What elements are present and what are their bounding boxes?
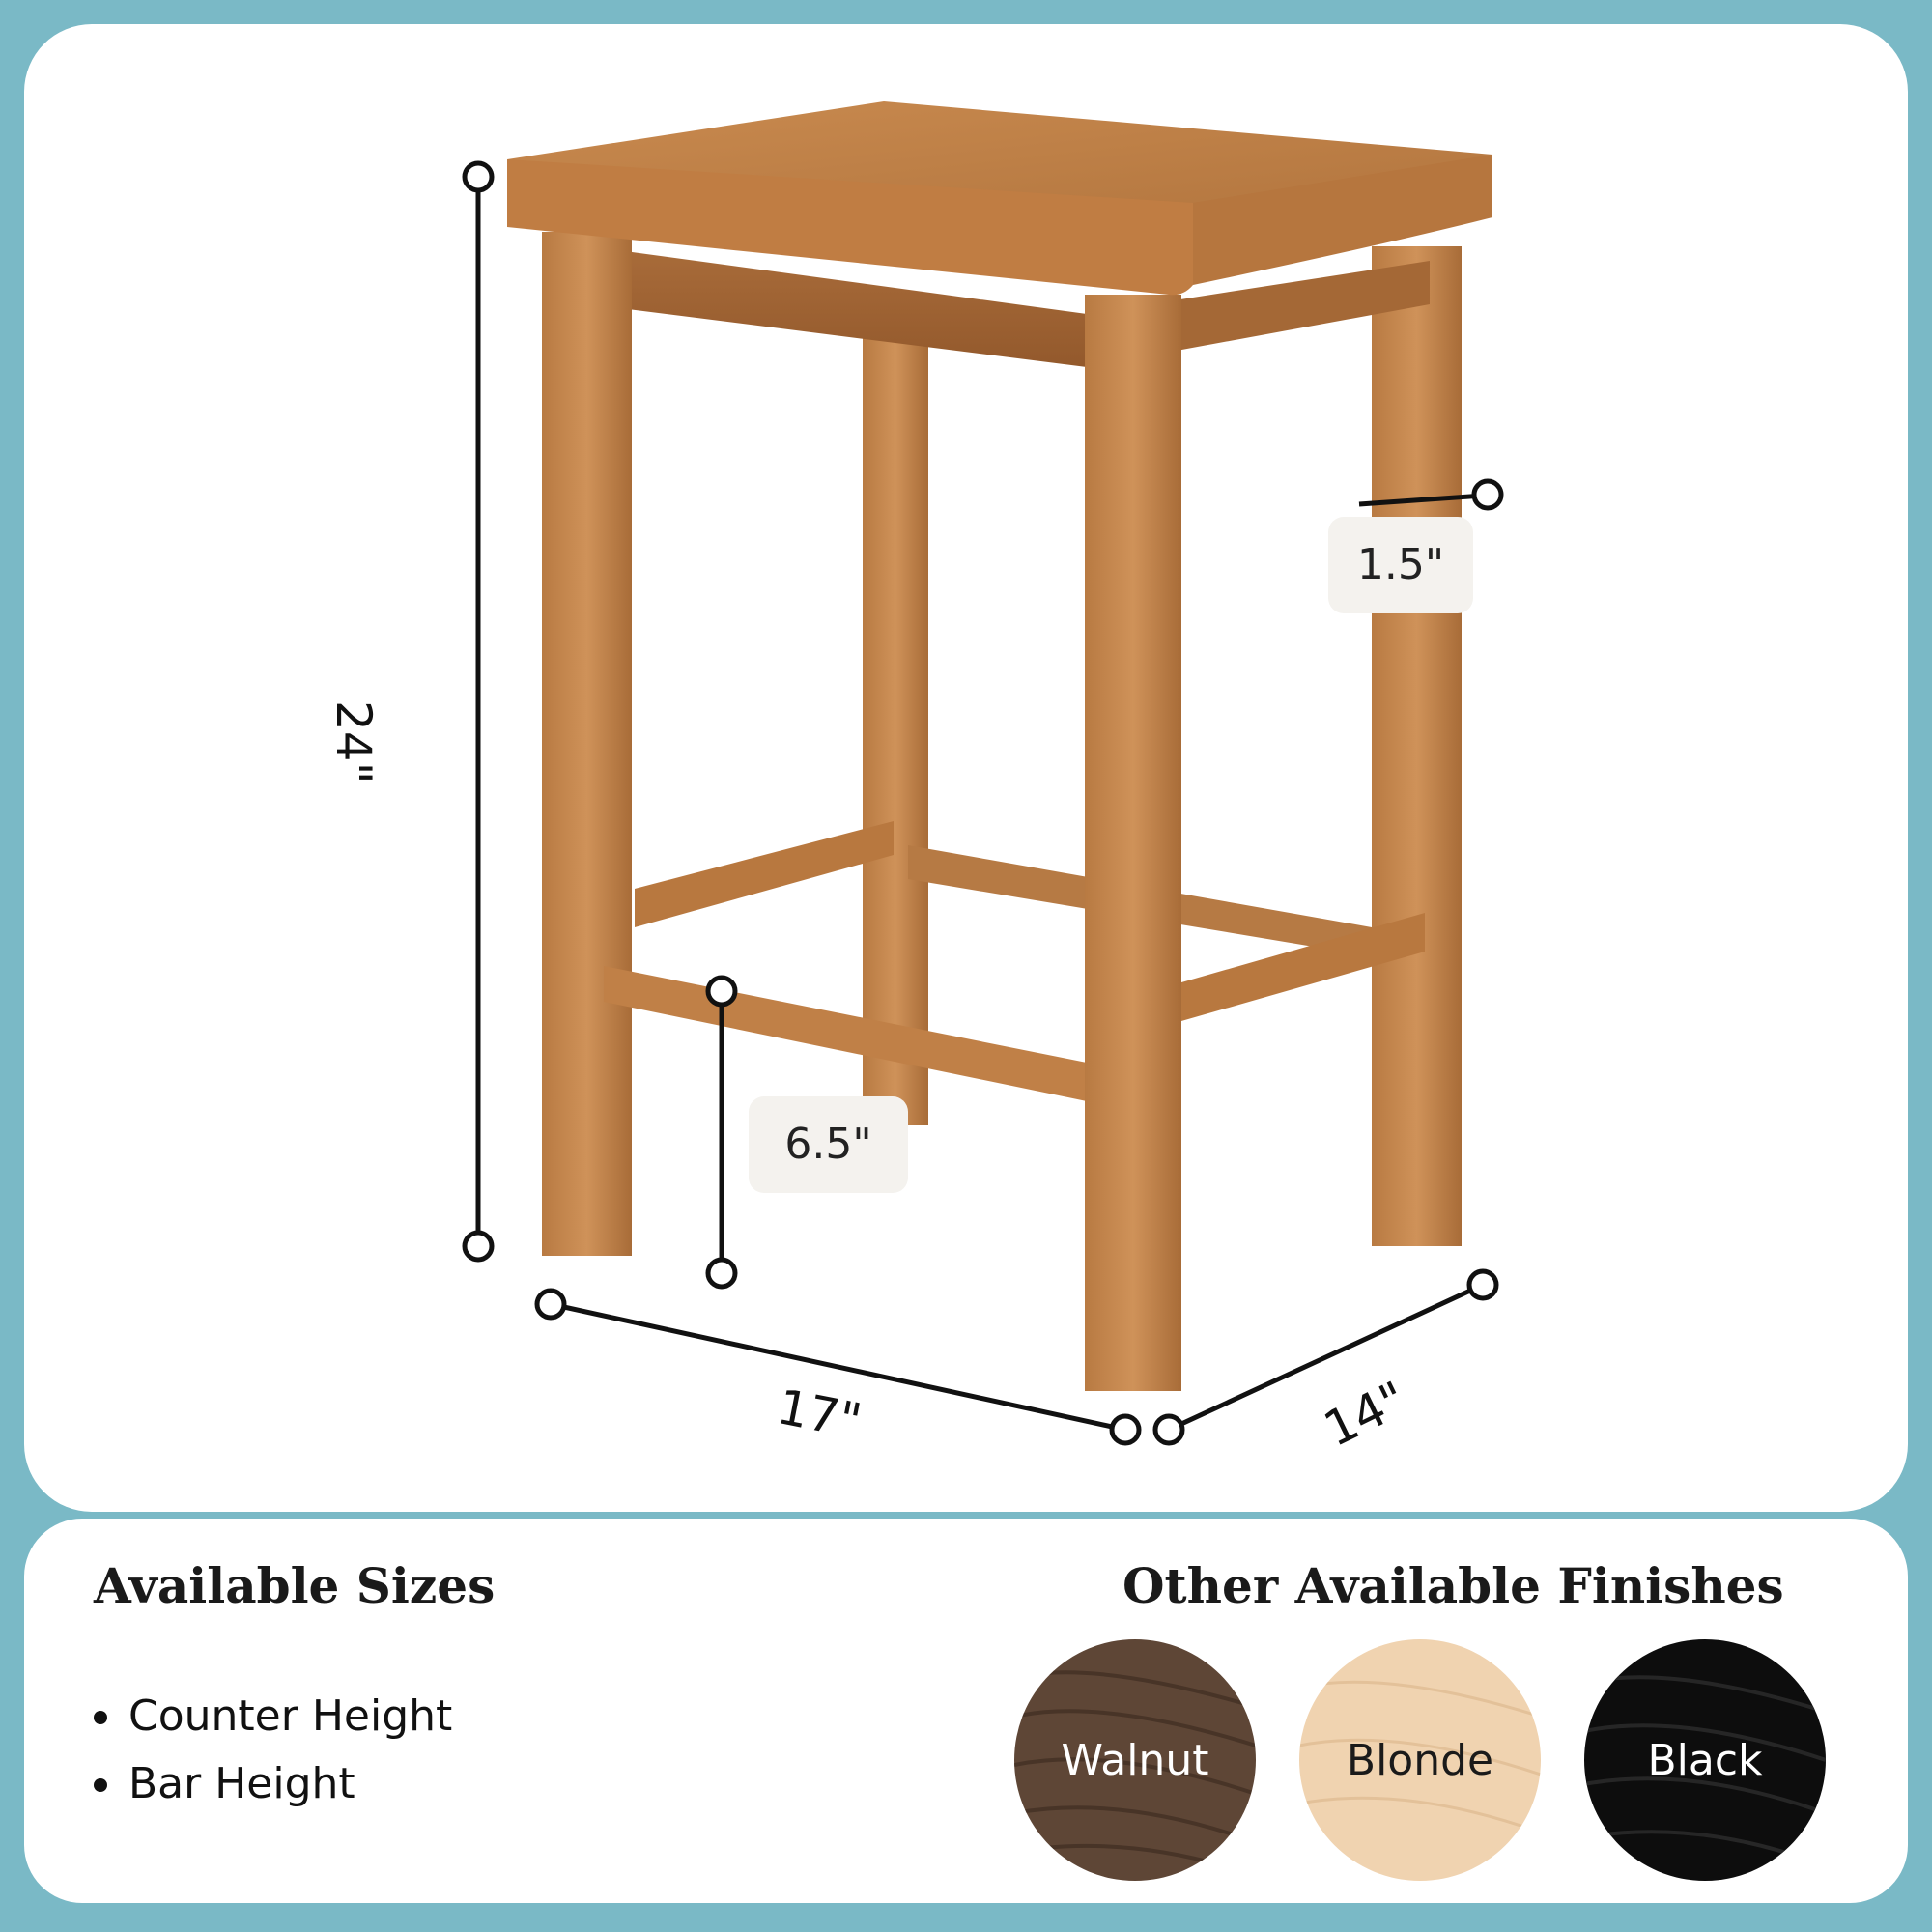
size-item-bar-height[interactable]: Bar Height (90, 1750, 452, 1818)
options-panel: Available Sizes Counter Height Bar Heigh… (24, 1519, 1908, 1903)
sizes-list: Counter Height Bar Height (90, 1683, 452, 1818)
product-panel: 24" 17" 14" 1.5" 6.5" (24, 24, 1908, 1512)
left-stretcher (635, 821, 894, 927)
finishes-heading: Other Available Finishes (1122, 1557, 1784, 1614)
seat-front-edge (507, 159, 1193, 296)
finish-label-walnut: Walnut (1061, 1735, 1209, 1785)
seat-side-edge (1193, 155, 1492, 285)
finish-swatch-black[interactable]: Black (1584, 1639, 1826, 1881)
dimension-lines (462, 160, 1504, 1446)
finish-swatch-blonde[interactable]: Blonde (1299, 1639, 1541, 1881)
leg-thickness-label: 1.5" (1328, 517, 1473, 613)
height-label: 24" (326, 700, 382, 784)
wood-grain-icon (1584, 1675, 1826, 1868)
back-right-leg (1372, 246, 1462, 1246)
front-apron (589, 246, 1087, 367)
finish-label-black: Black (1647, 1735, 1763, 1785)
footrest-height-label: 6.5" (749, 1096, 908, 1193)
front-stretcher (604, 966, 1087, 1101)
front-left-leg (542, 232, 632, 1256)
wood-grain-icon (1014, 1670, 1256, 1878)
finish-label-blonde: Blonde (1346, 1735, 1494, 1785)
size-item-counter-height[interactable]: Counter Height (90, 1683, 452, 1750)
back-left-leg (863, 314, 928, 1125)
sizes-heading: Available Sizes (94, 1557, 496, 1614)
finish-swatch-walnut[interactable]: Walnut (1014, 1639, 1256, 1881)
wood-grain-icon (1299, 1680, 1541, 1834)
front-right-leg (1085, 295, 1181, 1391)
stool-illustration (462, 101, 1504, 1446)
